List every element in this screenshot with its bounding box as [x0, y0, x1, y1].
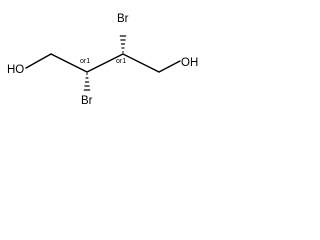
bond-c1-c2 — [50, 53, 88, 73]
atom-label-ho-left: HO — [7, 64, 24, 76]
bond-c2-c3 — [86, 53, 124, 73]
atom-label-oh-right: OH — [181, 57, 198, 69]
hashed-wedge-bond-c3-br — [119, 35, 127, 53]
hashed-wedge-bond-c2-br — [83, 73, 91, 91]
stereo-label-c2: or1 — [80, 58, 90, 65]
atom-label-br-top: Br — [117, 13, 129, 25]
bond-o1-c1 — [25, 53, 52, 69]
bond-c3-c4 — [122, 53, 160, 73]
stereo-label-c3: or1 — [116, 58, 126, 65]
atom-label-br-bottom: Br — [81, 95, 93, 107]
structure-canvas: HO OH Br Br or1 or1 — [7, 13, 198, 107]
bond-c4-o4 — [158, 60, 181, 73]
